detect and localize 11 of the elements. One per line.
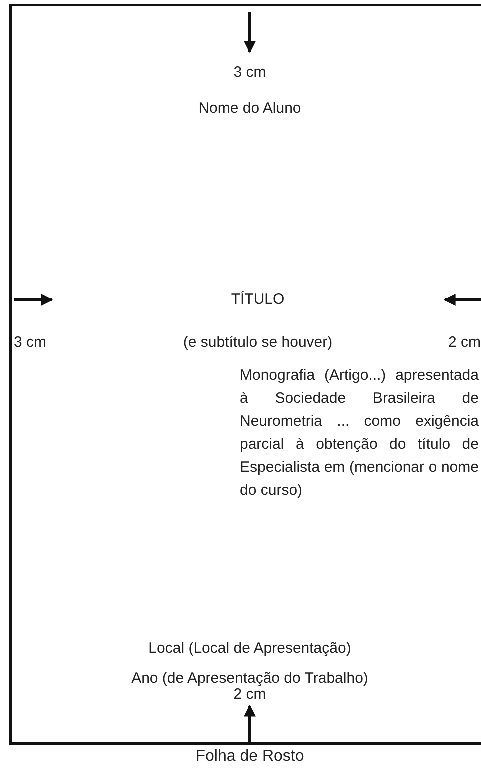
- student-name-text: Nome do Aluno: [198, 100, 302, 118]
- margin-label: 2 cm: [448, 334, 481, 352]
- description-paragraph: Monografia (Artigo...) apresentada à Sociedade Brasileira de Neurometria ... como exigência parcial à obtenção do título de Especialista em (mencionar o nome do curso): [240, 366, 479, 501]
- caption: Folha de Rosto: [196, 748, 304, 766]
- subtitle-text: (e subtítulo se houver): [183, 334, 333, 352]
- margin-label: 3 cm: [14, 334, 47, 352]
- margin-label: 3 cm: [234, 64, 266, 82]
- title-text: TÍTULO: [231, 291, 285, 309]
- year-text: Ano (de Apresentação do Trabalho): [132, 670, 368, 688]
- margin-label: 2 cm: [234, 686, 266, 704]
- location-text: Local (Local de Apresentação): [148, 640, 352, 658]
